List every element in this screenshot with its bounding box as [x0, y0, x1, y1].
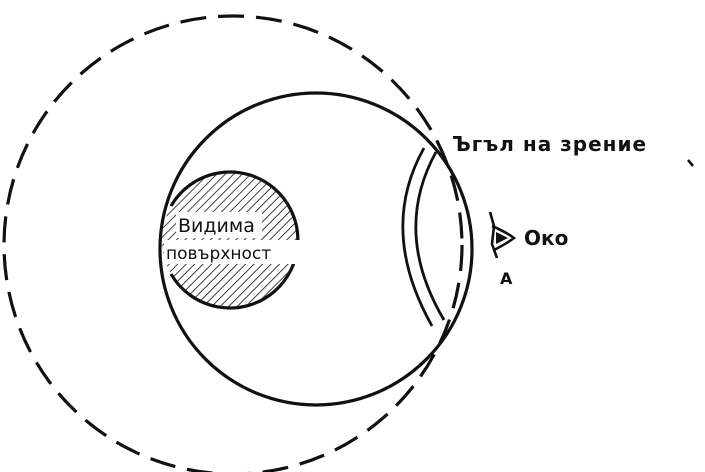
viewing-arc-inner	[414, 151, 446, 321]
inner-solid-circle	[158, 91, 474, 407]
viewing-arc-outer	[401, 147, 434, 327]
outer-dashed-circle	[2, 14, 464, 472]
point-a-label: А	[500, 269, 513, 288]
visible-surface-label-line1: Видима	[178, 215, 255, 237]
angle-of-view-label: Ъгъл на зрение	[452, 132, 647, 156]
visible-surface-label-line2: повърхност	[166, 244, 271, 264]
eye-icon	[488, 211, 517, 259]
stray-mark	[687, 159, 694, 167]
eye-label: Око	[524, 226, 568, 250]
